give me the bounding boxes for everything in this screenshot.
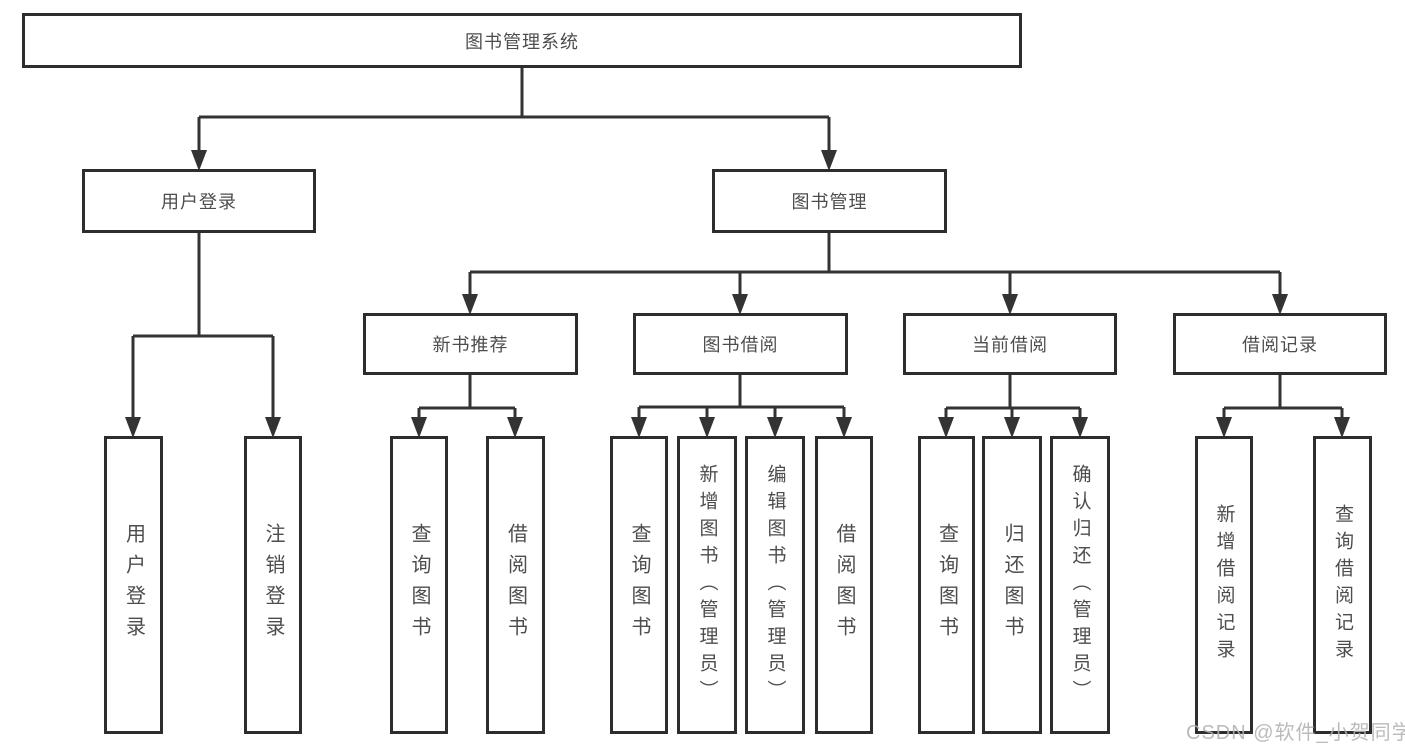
leaf-borrow-book: 借阅图书 bbox=[486, 436, 545, 734]
leaf-label: 注销登录 bbox=[262, 523, 284, 647]
leaf-label: 查询图书 bbox=[935, 523, 958, 647]
leaf-add-borrow-record: 新增借阅记录 bbox=[1195, 436, 1253, 734]
leaf-label: 编辑图书（管理员） bbox=[764, 463, 786, 707]
node-label: 图书借阅 bbox=[702, 335, 779, 355]
node-user-login: 用户登录 bbox=[82, 169, 316, 233]
node-label: 当前借阅 bbox=[972, 335, 1048, 355]
csdn-watermark: CSDN @软件_小贺同学 bbox=[1186, 722, 1405, 744]
node-label: 图书管理 bbox=[791, 192, 868, 212]
leaf-logout: 注销登录 bbox=[244, 436, 302, 734]
leaf-query-book: 查询图书 bbox=[610, 436, 668, 734]
node-label: 新书推荐 bbox=[432, 335, 509, 355]
leaf-label: 新增图书（管理员） bbox=[696, 463, 718, 707]
leaf-user-login: 用户登录 bbox=[104, 436, 163, 734]
leaf-query-book: 查询图书 bbox=[918, 436, 975, 734]
node-book-borrowing: 图书借阅 bbox=[633, 313, 848, 375]
leaf-borrow-book: 借阅图书 bbox=[815, 436, 873, 734]
leaf-label: 查询图书 bbox=[408, 523, 430, 647]
leaf-return-book: 归还图书 bbox=[982, 436, 1042, 734]
leaf-label: 归还图书 bbox=[1001, 523, 1023, 647]
node-system-root: 图书管理系统 bbox=[22, 13, 1022, 68]
leaf-label: 借阅图书 bbox=[504, 523, 527, 647]
leaf-add-book-admin: 新增图书（管理员） bbox=[677, 436, 737, 734]
leaf-label: 查询图书 bbox=[628, 523, 650, 647]
leaf-label: 用户登录 bbox=[122, 523, 145, 647]
leaf-confirm-return-admin: 确认归还（管理员） bbox=[1050, 436, 1110, 734]
node-new-book-recommend: 新书推荐 bbox=[363, 313, 578, 375]
node-label: 图书管理系统 bbox=[465, 31, 579, 52]
node-borrow-records: 借阅记录 bbox=[1173, 313, 1387, 375]
node-label: 借阅记录 bbox=[1242, 335, 1318, 355]
node-current-borrowing: 当前借阅 bbox=[903, 313, 1117, 375]
node-book-management: 图书管理 bbox=[712, 169, 947, 233]
leaf-edit-book-admin: 编辑图书（管理员） bbox=[745, 436, 805, 734]
leaf-label: 借阅图书 bbox=[833, 523, 855, 647]
leaf-label: 确认归还（管理员） bbox=[1069, 463, 1091, 707]
leaf-query-book: 查询图书 bbox=[390, 436, 448, 734]
leaf-query-borrow-record: 查询借阅记录 bbox=[1313, 436, 1372, 734]
node-label: 用户登录 bbox=[161, 192, 237, 212]
leaf-label: 新增借阅记录 bbox=[1213, 504, 1235, 666]
leaf-label: 查询借阅记录 bbox=[1332, 504, 1353, 666]
